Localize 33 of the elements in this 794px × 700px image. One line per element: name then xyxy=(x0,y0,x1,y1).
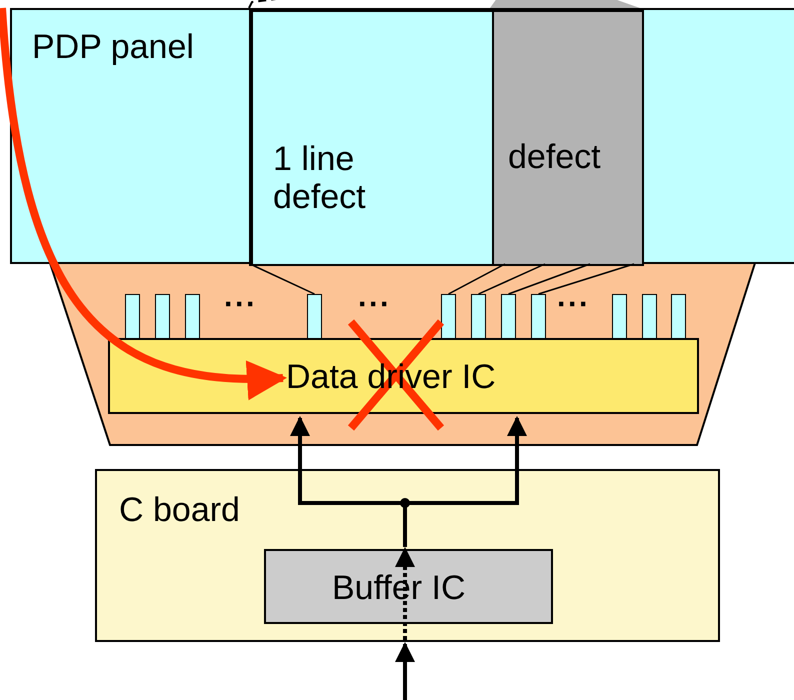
chip-pin xyxy=(125,294,140,339)
node-label: C board xyxy=(119,491,240,529)
wire-line xyxy=(478,263,546,295)
defect-column xyxy=(492,10,644,266)
ellipsis-mark: ··· xyxy=(557,290,590,320)
node-label: Buffer IC xyxy=(332,569,466,607)
wire-line xyxy=(538,263,634,295)
panel-column xyxy=(249,10,494,266)
arrow xyxy=(395,642,415,700)
wire-line xyxy=(448,263,506,295)
chip-pin xyxy=(155,294,170,339)
arrow xyxy=(0,8,287,399)
driver-chip xyxy=(108,338,699,414)
node-label: 1 line defect xyxy=(273,140,367,216)
buffer-chip xyxy=(264,549,553,624)
display-panel xyxy=(10,8,794,264)
node-label: defect xyxy=(508,138,601,176)
ellipsis-mark: ··· xyxy=(358,290,391,320)
chip-pin xyxy=(612,294,627,339)
chip-pin xyxy=(441,294,456,339)
chip-pin xyxy=(307,294,322,339)
ellipsis-mark: ··· xyxy=(224,290,257,320)
chip-pin xyxy=(501,294,516,339)
node-label: PDP panel xyxy=(32,28,194,66)
chip-pin xyxy=(531,294,546,339)
chip-pin xyxy=(642,294,657,339)
chip-pin xyxy=(185,294,200,339)
circuit-board xyxy=(95,469,720,642)
arrow xyxy=(395,547,415,640)
wire-line xyxy=(508,263,590,295)
chip-pin xyxy=(471,294,486,339)
wire-line xyxy=(250,263,315,295)
chip-pin xyxy=(671,294,686,339)
